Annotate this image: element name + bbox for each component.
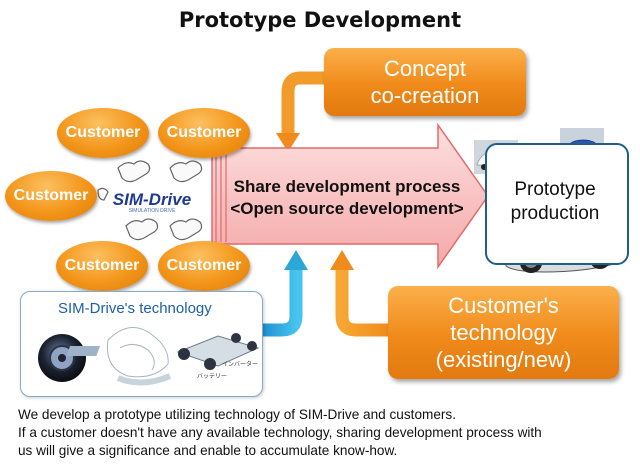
- customer-bubble: Customer: [158, 241, 250, 291]
- inverter-label: インバーター: [222, 360, 258, 368]
- sim-drive-logo: SIM-Drive: [112, 190, 192, 209]
- caption-line: We develop a prototype utilizing technol…: [18, 407, 456, 422]
- car-outline-icon: [106, 327, 172, 386]
- custtech-line1: Customer's: [448, 293, 559, 318]
- concept-arrow-head: [276, 133, 300, 152]
- tech-arrow-head: [284, 250, 308, 270]
- customer-bubble: Customer: [57, 108, 149, 158]
- customer-tech-arrow-head: [330, 250, 354, 270]
- tech-panel-label: SIM-Drive's technology: [58, 300, 212, 317]
- prototype-line2: production: [510, 203, 600, 224]
- customer-tech-arrow: [335, 268, 390, 337]
- handshake-icon: [97, 160, 203, 241]
- caption-line: If a customer doesn't have any available…: [18, 425, 542, 440]
- concept-arrow: [281, 71, 330, 135]
- concept-line2: co-creation: [370, 83, 480, 108]
- share-process-text: Share development process <Open source d…: [212, 176, 482, 220]
- customer-technology-box: Customer's technology (existing/new): [388, 286, 619, 379]
- battery-label: バッテリー: [197, 373, 227, 380]
- share-line1: Share development process: [233, 177, 461, 196]
- custtech-line2: technology: [450, 320, 557, 345]
- custtech-line3: (existing/new): [435, 347, 572, 372]
- customer-bubble: Customer: [5, 171, 97, 221]
- wheel-motor-icon: [38, 334, 86, 382]
- caption-line: us will give a significance and enable t…: [18, 443, 398, 458]
- prototype-box: [485, 143, 629, 265]
- concept-line1: Concept: [384, 56, 466, 81]
- tech-arrow: [262, 268, 303, 337]
- customer-bubble: Customer: [56, 241, 148, 291]
- customer-bubble: Customer: [158, 108, 250, 158]
- share-arrow: [211, 122, 489, 270]
- diagram-title: Prototype Development: [178, 8, 462, 32]
- prototype-line1: Prototype: [514, 179, 596, 200]
- prototype-text: Prototype production: [485, 178, 625, 226]
- chassis-icon: [66, 333, 260, 370]
- concept-cocreation-box: Concept co-creation: [324, 48, 526, 116]
- share-line2: <Open source development>: [230, 199, 464, 218]
- sim-drive-tagline: SIMULATION DRIVE: [128, 208, 176, 214]
